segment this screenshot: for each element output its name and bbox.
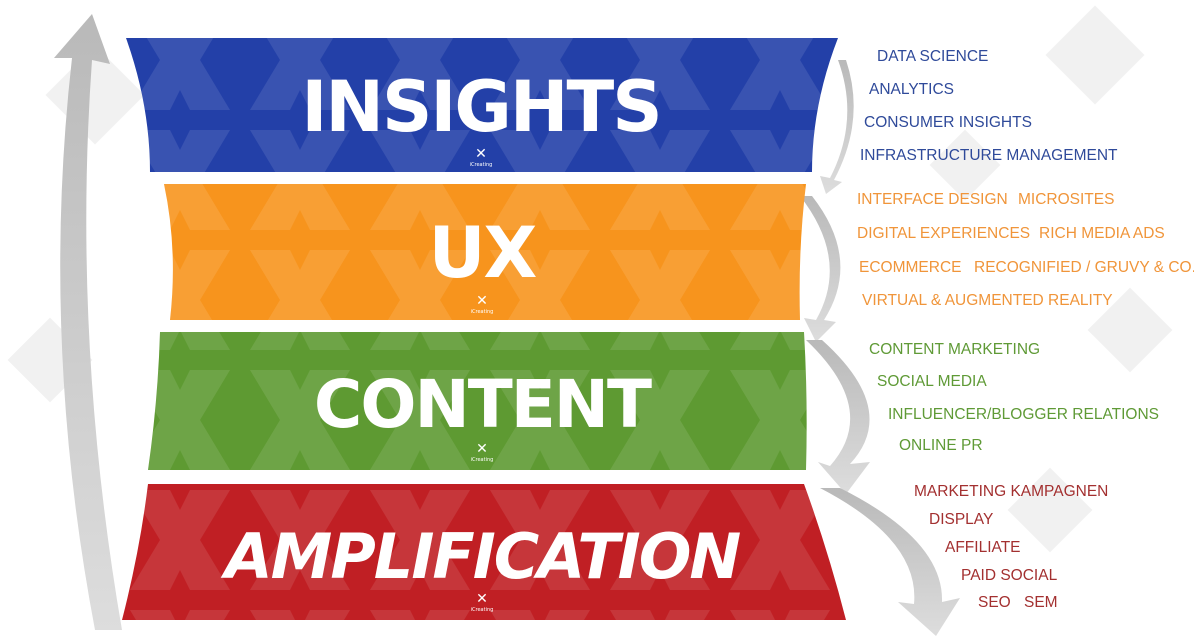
logo-text: iCreating [471, 457, 494, 463]
service-label: CONTENT MARKETING [869, 341, 1041, 358]
right-flow-arrows [800, 60, 960, 636]
logo-icon: ✕ [476, 591, 488, 607]
service-label: SEM [1024, 594, 1058, 611]
service-label: ECOMMERCE [859, 259, 962, 276]
service-label: SOCIAL MEDIA [877, 373, 987, 390]
service-label: ANALYTICS [869, 81, 954, 98]
service-label: CONSUMER INSIGHTS [864, 114, 1032, 131]
service-label: INFRASTRUCTURE MANAGEMENT [860, 147, 1118, 164]
service-label: INTERFACE DESIGN [857, 191, 1008, 208]
service-label: AFFILIATE [945, 539, 1021, 556]
service-label: RECOGNIFIED / GRUVY & CO. [974, 259, 1194, 276]
band-title-content: CONTENT [314, 366, 652, 443]
logo-icon: ✕ [475, 146, 487, 162]
service-label: PAID SOCIAL [961, 567, 1058, 584]
service-label: MICROSITES [1018, 191, 1115, 208]
service-label: DISPLAY [929, 511, 994, 528]
service-label: DIGITAL EXPERIENCES [857, 225, 1031, 242]
band-title-ux: UX [429, 212, 537, 294]
logo-icon: ✕ [476, 293, 488, 309]
logo-text: iCreating [471, 607, 494, 613]
band-content: CONTENT ✕ iCreating [148, 332, 807, 470]
left-upward-arrow [54, 14, 122, 630]
band-title-insights: INSIGHTS [301, 66, 660, 148]
band-insights: INSIGHTS ✕ iCreating [126, 38, 838, 172]
logo-icon: ✕ [476, 441, 488, 457]
band-amplification: AMPLIFICATION ✕ iCreating [122, 484, 846, 620]
service-label: RICH MEDIA ADS [1039, 225, 1165, 242]
service-label: ONLINE PR [899, 437, 983, 454]
service-label: INFLUENCER/BLOGGER RELATIONS [888, 406, 1160, 423]
band-title-amplification: AMPLIFICATION [220, 520, 741, 593]
band-ux: UX ✕ iCreating [164, 184, 806, 320]
service-label: VIRTUAL & AUGMENTED REALITY [862, 292, 1113, 309]
service-label: SEO [978, 594, 1011, 611]
logo-text: iCreating [470, 162, 493, 168]
logo-text: iCreating [471, 309, 494, 315]
service-label: MARKETING KAMPAGNEN [914, 483, 1109, 500]
service-label: DATA SCIENCE [877, 48, 989, 65]
